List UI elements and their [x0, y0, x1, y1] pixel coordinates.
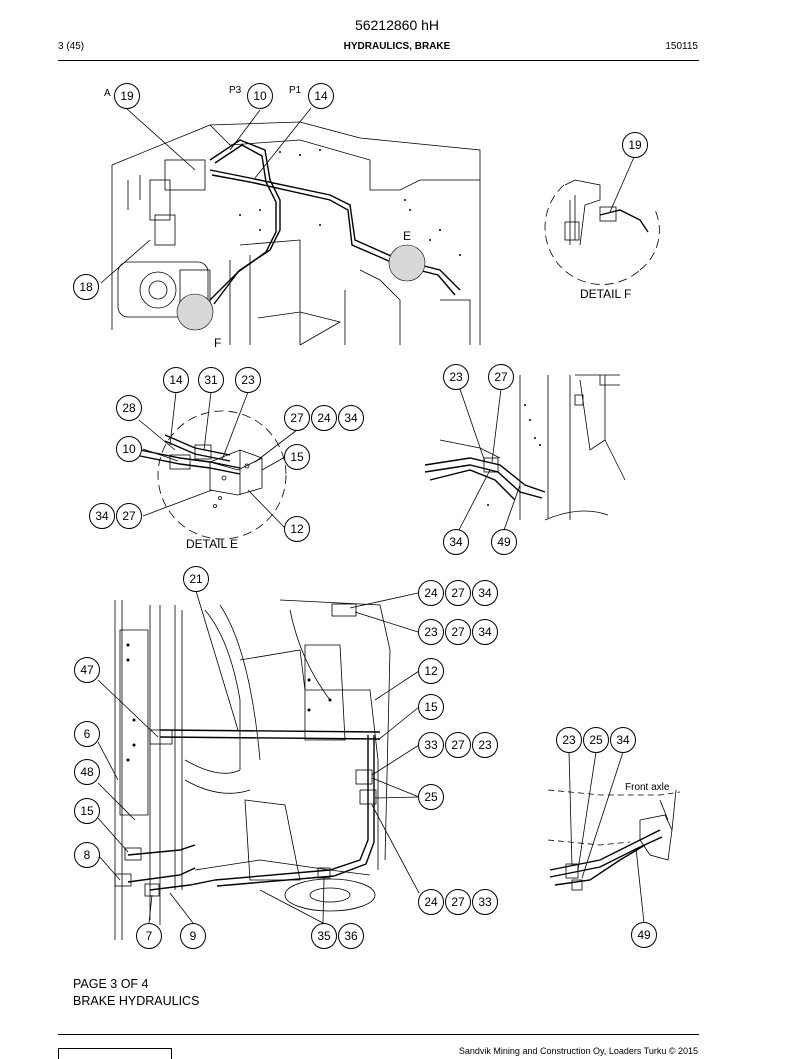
svg-text:33: 33: [424, 738, 438, 752]
svg-text:23: 23: [449, 370, 463, 384]
svg-text:24: 24: [424, 895, 438, 909]
detail-f-illustration: [544, 156, 660, 285]
svg-text:33: 33: [478, 895, 492, 909]
detail-marker-e: E: [403, 229, 411, 243]
section-title: HYDRAULICS, BRAKE: [343, 41, 451, 52]
front-axle-label: Front axle: [625, 782, 670, 793]
svg-text:15: 15: [424, 700, 438, 714]
copyright-notice: Sandvik Mining and Construction Oy, Load…: [458, 1046, 698, 1056]
svg-text:21: 21: [189, 572, 203, 586]
port-label-p1: P1: [289, 85, 302, 96]
svg-text:28: 28: [122, 401, 136, 415]
detail-e-illustration: [138, 391, 298, 540]
svg-text:23: 23: [241, 373, 255, 387]
callout-detail-e: 14 31 23 28 27 24 34 10 15 34 27 12: [89, 367, 364, 542]
svg-text:25: 25: [424, 790, 438, 804]
svg-text:10: 10: [122, 442, 136, 456]
svg-text:12: 12: [290, 522, 304, 536]
top-assembly-illustration: [100, 107, 481, 346]
svg-text:23: 23: [478, 738, 492, 752]
svg-text:25: 25: [589, 733, 603, 747]
svg-text:31: 31: [204, 373, 218, 387]
footer-page-number: PAGE 3 OF 4: [73, 977, 149, 991]
svg-text:15: 15: [80, 804, 94, 818]
svg-text:8: 8: [84, 848, 91, 862]
company-logo: [58, 1048, 172, 1059]
svg-text:24: 24: [424, 586, 438, 600]
svg-text:49: 49: [637, 928, 651, 942]
detail-e-title: DETAIL E: [186, 537, 238, 551]
date-code: 150115: [665, 41, 698, 52]
svg-text:27: 27: [290, 411, 304, 425]
svg-text:35: 35: [317, 929, 331, 943]
svg-text:34: 34: [344, 411, 358, 425]
svg-text:9: 9: [190, 929, 197, 943]
svg-text:47: 47: [80, 663, 94, 677]
callout-side-view: 23 27 34 49: [443, 364, 517, 555]
svg-text:27: 27: [122, 509, 136, 523]
svg-text:27: 27: [451, 895, 465, 909]
svg-text:12: 12: [424, 664, 438, 678]
svg-text:36: 36: [344, 929, 358, 943]
svg-text:34: 34: [616, 733, 630, 747]
svg-text:7: 7: [146, 929, 153, 943]
detail-f-title: DETAIL F: [580, 287, 631, 301]
svg-text:27: 27: [451, 625, 465, 639]
svg-text:34: 34: [449, 535, 463, 549]
front-axle-illustration: [547, 751, 681, 924]
svg-text:14: 14: [169, 373, 183, 387]
svg-text:49: 49: [497, 535, 511, 549]
callout-top: 19 10 14 18: [73, 83, 334, 300]
callout-detail-f: 19: [622, 132, 648, 158]
svg-text:27: 27: [451, 586, 465, 600]
svg-text:19: 19: [120, 89, 134, 103]
svg-text:27: 27: [494, 370, 508, 384]
svg-text:18: 18: [79, 280, 93, 294]
port-label-p3: P3: [229, 85, 242, 96]
svg-text:27: 27: [451, 738, 465, 752]
svg-text:19: 19: [628, 138, 642, 152]
footer-title: BRAKE HYDRAULICS: [73, 994, 200, 1008]
side-view-illustration: [424, 374, 626, 531]
callout-bottom-view: 21 24 27 34 23 27 34 47 12 15 6 33 27 23…: [74, 566, 498, 949]
document-number: 56212860 hH: [354, 17, 440, 33]
svg-text:48: 48: [80, 765, 94, 779]
port-label-a: A: [104, 88, 111, 99]
svg-text:14: 14: [314, 89, 328, 103]
svg-text:34: 34: [478, 586, 492, 600]
bottom-view-illustration: [97, 590, 420, 940]
detail-marker-f: F: [214, 336, 221, 350]
header-rule: [58, 60, 699, 61]
svg-text:6: 6: [84, 727, 91, 741]
callout-front-axle: 23 25 34 49: [556, 727, 657, 948]
svg-text:34: 34: [95, 509, 109, 523]
svg-text:15: 15: [290, 450, 304, 464]
svg-text:10: 10: [253, 89, 267, 103]
page-reference: 3 (45): [58, 41, 85, 52]
svg-text:24: 24: [317, 411, 331, 425]
footer-rule: [58, 1034, 699, 1035]
svg-text:34: 34: [478, 625, 492, 639]
svg-text:23: 23: [562, 733, 576, 747]
svg-text:23: 23: [424, 625, 438, 639]
